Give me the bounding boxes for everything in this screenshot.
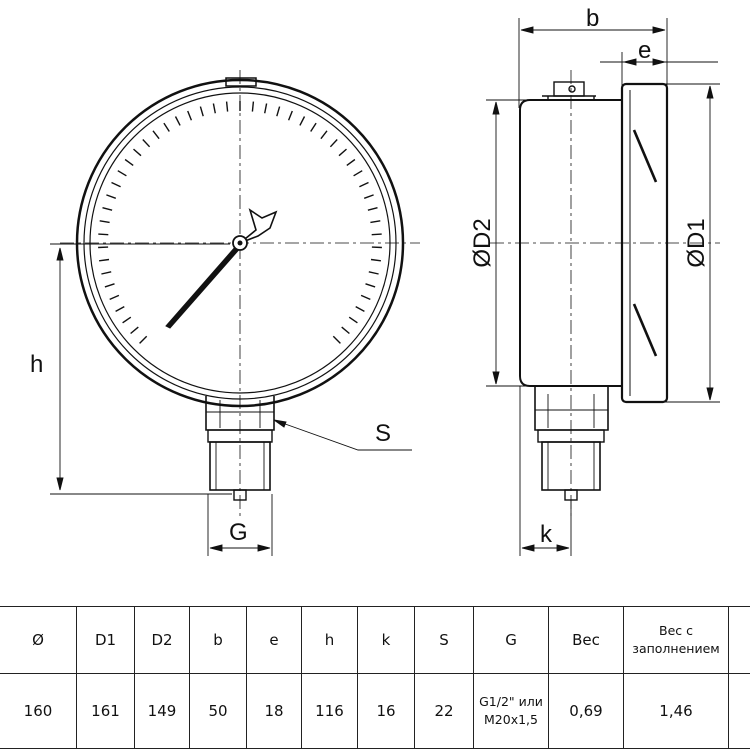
value-cell: 50 — [189, 673, 247, 749]
header-cell: Вес с заполнением — [623, 606, 729, 674]
scale-tick — [264, 103, 268, 114]
header-cell: G — [473, 606, 549, 674]
value-cell: 116 — [301, 673, 358, 749]
scale-tick — [102, 207, 113, 211]
scale-tick — [142, 139, 151, 148]
scale-tick — [117, 170, 127, 177]
header-cell: e — [246, 606, 302, 674]
table-row: 160 161 149 50 18 116 16 22 G1/2" или M2… — [0, 673, 750, 749]
value-cell: 161 — [76, 673, 135, 749]
side-dimensions — [486, 18, 720, 556]
top-clip — [542, 81, 596, 100]
side-view — [490, 70, 720, 520]
scale-tick — [360, 294, 371, 301]
value-cell: 22 — [414, 673, 474, 749]
scale-tick — [133, 148, 142, 157]
label-k: k — [540, 521, 553, 548]
label-b: b — [586, 5, 599, 32]
scale-tick — [101, 271, 112, 275]
scale-tick — [355, 305, 365, 313]
scale-tick — [365, 283, 376, 288]
scale-tick — [371, 233, 382, 236]
header-cell: Вес — [548, 606, 624, 674]
label-d1: ØD1 — [683, 218, 710, 267]
scale-tick — [187, 110, 193, 121]
header-cell: з — [728, 606, 750, 674]
label-h: h — [30, 351, 43, 378]
label-e: e — [638, 37, 651, 64]
scale-tick — [287, 110, 293, 121]
value-cell: 1,46 — [623, 673, 729, 749]
scale-tick — [124, 158, 134, 166]
value-cell — [728, 673, 750, 749]
scale-tick — [109, 294, 120, 301]
gauge-dimension-drawing: h G S — [30, 5, 720, 556]
pointer-needle — [165, 208, 278, 329]
header-cell: b — [189, 606, 247, 674]
label-g: G — [229, 519, 248, 546]
value-cell: 16 — [357, 673, 415, 749]
scale-tick — [104, 283, 115, 288]
scale-tick — [346, 158, 356, 166]
side-socket — [534, 386, 609, 501]
scale-tick — [367, 207, 378, 211]
label-s: S — [375, 420, 391, 447]
header-cell: h — [301, 606, 358, 674]
scale-tick — [338, 148, 347, 157]
scale-tick — [99, 220, 110, 224]
scale-tick — [368, 271, 379, 275]
scale-tick — [363, 194, 374, 199]
scale-tick — [98, 233, 109, 236]
front-view — [60, 70, 420, 520]
scale-tick — [115, 305, 125, 313]
scale-tick — [348, 316, 358, 324]
scale-tick — [332, 335, 341, 344]
value-cell: G1/2" или M20x1,5 — [473, 673, 549, 749]
specification-table: Ø D1 D2 b e h k S G Вес Вес с заполнение… — [0, 606, 750, 749]
front-socket — [205, 396, 275, 501]
header-cell: k — [357, 606, 415, 674]
value-cell: 0,69 — [548, 673, 624, 749]
scale-tick — [341, 326, 350, 335]
value-cell: 18 — [246, 673, 302, 749]
scale-tick — [353, 170, 363, 177]
scale-tick — [310, 122, 317, 132]
scale-tick — [130, 326, 139, 335]
scale-tick — [370, 220, 381, 224]
front-dimensions — [50, 243, 412, 556]
scale-tick — [359, 181, 369, 188]
scale-tick — [111, 181, 121, 188]
scale-tick — [299, 116, 306, 126]
value-cell: 160 — [0, 673, 77, 749]
scale-tick — [174, 116, 181, 126]
header-cell: D2 — [134, 606, 190, 674]
table-header-row: Ø D1 D2 b e h k S G Вес Вес с заполнение… — [0, 606, 750, 674]
scale-tick — [122, 316, 132, 324]
header-cell: D1 — [76, 606, 135, 674]
scale-tick — [251, 101, 255, 112]
value-cell: 149 — [134, 673, 190, 749]
scale-tick — [329, 139, 338, 148]
scale-tick — [276, 106, 281, 117]
header-cell: S — [414, 606, 474, 674]
scale-tick — [152, 130, 160, 140]
scale-tick — [370, 258, 381, 262]
scale-tick — [139, 335, 148, 344]
scale-tick — [99, 258, 110, 262]
scale-tick — [320, 130, 328, 140]
scale-tick — [212, 103, 216, 114]
scale-tick — [225, 101, 229, 112]
header-cell: Ø — [0, 606, 77, 674]
dial-scale-ticks — [98, 101, 382, 344]
label-d2: ØD2 — [469, 218, 496, 267]
scale-tick — [199, 106, 204, 117]
scale-tick — [106, 194, 117, 199]
scale-tick — [163, 122, 170, 132]
